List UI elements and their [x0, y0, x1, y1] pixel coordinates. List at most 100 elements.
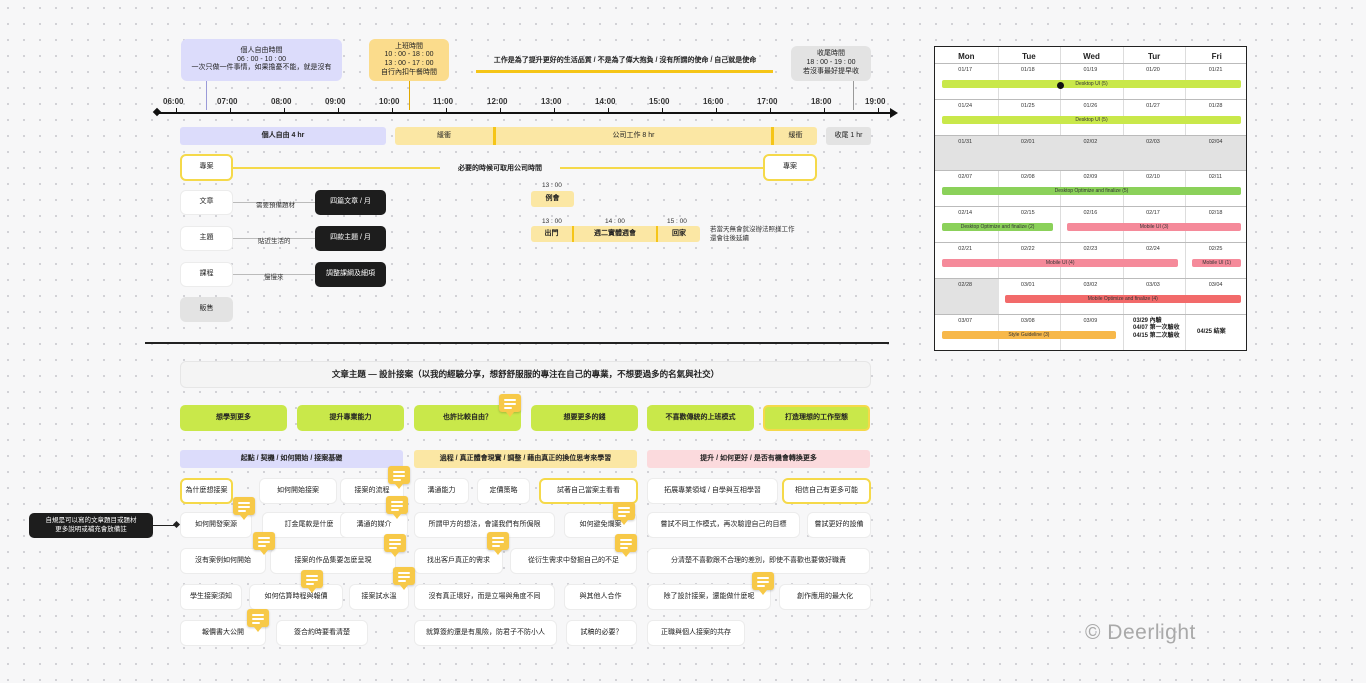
calendar-task-bar[interactable]: Desktop Optimize and finalize (2)	[942, 223, 1054, 232]
comment-bubble-icon[interactable]	[393, 567, 415, 590]
axis-tick-mark	[608, 108, 609, 112]
calendar-col-line	[997, 47, 999, 350]
topic-card[interactable]: 所謂甲方的想法，會議我們有所侷限	[414, 512, 555, 538]
goal-card[interactable]: 想學到更多	[180, 405, 287, 431]
calendar-task-bar[interactable]: Desktop UI (5)	[942, 115, 1241, 124]
category-process[interactable]: 過程 / 真正體會現實 / 調整 / 藉由真正的換位思考來學習	[414, 450, 637, 468]
topic-card[interactable]: 與其他人合作	[564, 584, 637, 610]
category-improve[interactable]: 提升 / 如何更好 / 是否有機會轉換更多	[647, 450, 870, 468]
calendar-date: 03/02	[1083, 281, 1098, 288]
row-target-theme[interactable]: 四款主題 / 月	[315, 226, 386, 251]
goal-card[interactable]: 提升專業能力	[297, 405, 404, 431]
axis-tick-label: 10:00	[379, 97, 400, 106]
topic-card[interactable]: 就算簽約還是有風險，防君子不防小人	[414, 620, 557, 646]
axis-tick-mark	[662, 108, 663, 112]
close-time-range: 18 : 00 - 19 : 00	[806, 59, 856, 67]
mindmap-title[interactable]: 文章主題 — 設計接案（以我的經驗分享，想舒舒服服的專注在自己的專業，不想要過多…	[180, 361, 871, 388]
topic-card[interactable]: 拓展專業領域 / 自學與互相學習	[647, 478, 778, 504]
work-time-note[interactable]: 上班時間 10 : 00 - 18 : 00 13 : 00 - 17 : 00…	[369, 39, 449, 81]
comment-bubble-icon[interactable]	[388, 466, 410, 489]
timeline-axis	[157, 112, 893, 114]
segment-buffer-2[interactable]: 緩衝	[774, 127, 817, 145]
comment-bubble-icon[interactable]	[615, 534, 637, 557]
calendar-task-bar[interactable]: Style Guideline (3)	[942, 330, 1116, 339]
topic-card[interactable]: 分清楚不喜歡跟不合理的差別，即使不喜歡也要做好職責	[647, 548, 870, 574]
topic-card[interactable]: 接案的作品集要怎麼呈現	[270, 548, 396, 574]
topic-card[interactable]: 除了設計接案，還能做什麼呢	[647, 584, 771, 610]
topic-card[interactable]: 如何開始接案	[259, 478, 337, 504]
comment-bubble-icon[interactable]	[386, 496, 408, 519]
goal-card[interactable]: 想要更多的錢	[531, 405, 638, 431]
topic-card[interactable]: 學生接案須知	[180, 584, 242, 610]
topic-card[interactable]: 創作應用的最大化	[779, 584, 871, 610]
row-label-theme[interactable]: 主題	[180, 226, 233, 251]
calendar-task-bar[interactable]: Mobile Optimize and finalize (4)	[1004, 294, 1241, 303]
side-note[interactable]: 自規是可以寫的文章題目或題材 更多說明或補充會放備註	[29, 513, 153, 538]
topic-card[interactable]: 嘗試不同工作模式，再次驗證自己的目標	[647, 512, 800, 538]
sales-box[interactable]: 販售	[180, 297, 233, 322]
project-right-box[interactable]: 專案	[763, 154, 817, 181]
comment-bubble-icon[interactable]	[247, 609, 269, 632]
calendar-date: 01/24	[958, 102, 973, 109]
topic-card[interactable]: 接案試水溫	[349, 584, 409, 610]
calendar-task-bar[interactable]: Desktop UI (5)	[942, 80, 1241, 88]
topic-card[interactable]: 定價策略	[477, 478, 530, 504]
row-target-course[interactable]: 調整課綱及細項	[315, 262, 386, 287]
segment-buffer-1[interactable]: 緩衝	[395, 127, 493, 145]
comment-bubble-icon[interactable]	[613, 502, 635, 525]
topic-card[interactable]: 找出客戶真正的需求	[414, 548, 503, 574]
comment-bubble-icon[interactable]	[253, 532, 275, 555]
axis-tick-mark	[230, 108, 231, 112]
topic-card[interactable]: 沒有真正壞好，而是立場與角度不同	[414, 584, 555, 610]
topic-card[interactable]: 沒有案例如何開始	[180, 548, 266, 574]
calendar-date: 02/25	[1208, 246, 1223, 252]
calendar-shaded-cell	[1122, 134, 1187, 171]
segment-close[interactable]: 收尾 1 hr	[826, 127, 871, 145]
topic-card[interactable]: 嘗試更好的設備	[807, 512, 871, 538]
goal-card[interactable]: 打造理想的工作型態	[763, 405, 870, 431]
topic-card[interactable]: 試著自己當案主看看	[539, 478, 638, 504]
axis-tick-label: 13:00	[541, 97, 562, 106]
axis-tick-label: 16:00	[703, 97, 724, 106]
calendar-task-bar[interactable]: Mobile UI (1)	[1192, 259, 1241, 267]
topic-card[interactable]: 如何估算時程與報價	[249, 584, 343, 610]
meeting-go-home[interactable]: 回家	[658, 226, 700, 242]
topic-card[interactable]: 試稿的必要？	[566, 620, 637, 646]
row-label-article[interactable]: 文章	[180, 190, 233, 215]
topic-card[interactable]: 相信自己有更多可能	[782, 478, 871, 504]
close-time-note[interactable]: 收尾時間 18 : 00 - 19 : 00 若沒事最好提早收	[791, 46, 871, 81]
calendar-task-bar[interactable]: Mobile UI (4)	[942, 259, 1179, 267]
topic-card[interactable]: 溝通的媒介	[340, 512, 408, 538]
comment-bubble-icon[interactable]	[487, 532, 509, 555]
topic-card[interactable]: 正職與個人接案的共存	[647, 620, 745, 646]
topic-card[interactable]: 簽合約時要看清楚	[276, 620, 368, 646]
calendar-row-line	[935, 98, 1246, 100]
topic-card[interactable]: 從衍生需求中發掘自己的不足	[510, 548, 637, 574]
project-left-box[interactable]: 專案	[180, 154, 233, 181]
calendar-date: 02/15	[1020, 210, 1035, 217]
topic-card[interactable]: 為什麼想接案	[180, 478, 233, 504]
comment-bubble-icon[interactable]	[233, 497, 255, 520]
calendar-task-bar[interactable]: Desktop Optimize and finalize (5)	[942, 187, 1241, 196]
topic-card[interactable]: 如何避免爛案	[564, 512, 637, 538]
meeting-tuesday[interactable]: 週二實體週會	[574, 226, 658, 242]
comment-bubble-icon[interactable]	[752, 572, 774, 595]
meeting-go-out[interactable]: 出門	[531, 226, 574, 242]
goal-card[interactable]: 不喜歡傳統的上班模式	[647, 405, 754, 431]
row-target-article[interactable]: 四篇文章 / 月	[315, 190, 386, 215]
topic-card[interactable]: 溝通能力	[414, 478, 469, 504]
calendar-day-header: Mon	[958, 51, 975, 61]
axis-tick-label: 15:00	[649, 97, 670, 106]
category-start[interactable]: 起點 / 契機 / 如何開始 / 接案基礎	[180, 450, 403, 468]
row-label-course[interactable]: 課程	[180, 262, 233, 287]
calendar-task-bar[interactable]: Mobile UI (3)	[1067, 223, 1241, 232]
personal-time-note[interactable]: 個人自由時間 06 : 00 - 10 : 00 一次只做一件事情，如果擔憂不能…	[181, 39, 342, 81]
comment-bubble-icon[interactable]	[384, 534, 406, 557]
calendar-col-line	[1060, 47, 1062, 350]
comment-bubble-icon[interactable]	[499, 394, 521, 417]
segment-personal[interactable]: 個人自由 4 hr	[180, 127, 386, 145]
side-note-connector	[153, 525, 177, 526]
segment-company[interactable]: 公司工作 8 hr	[493, 127, 774, 145]
comment-bubble-icon[interactable]	[301, 570, 323, 593]
meeting-regular[interactable]: 例會	[531, 191, 574, 207]
